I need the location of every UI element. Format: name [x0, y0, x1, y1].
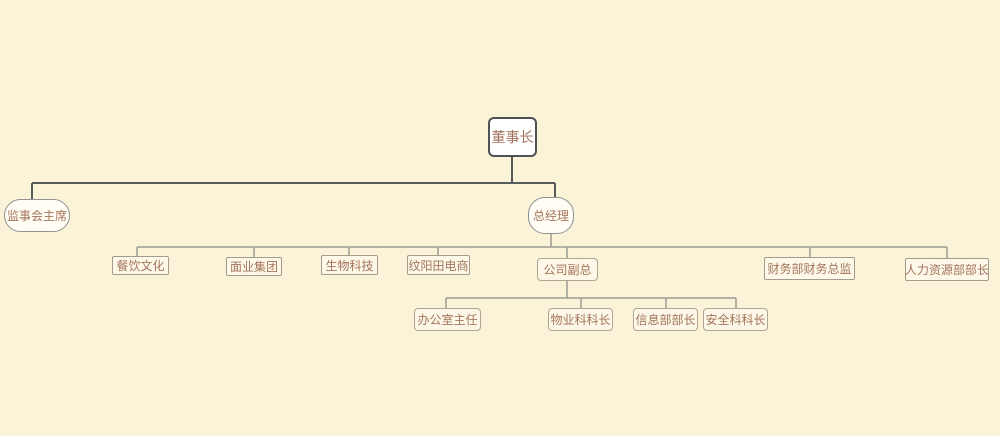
org-node-company-vp[interactable]: 公司副总	[537, 258, 598, 281]
connector-level3	[445, 281, 737, 309]
org-node-catering-culture[interactable]: 餐饮文化	[112, 256, 169, 275]
org-node-safety-section-chief[interactable]: 安全科科长	[703, 308, 768, 331]
connector-level2	[136, 234, 948, 259]
org-node-office-director[interactable]: 办公室主任	[414, 308, 481, 331]
org-node-wenyangtian-ecommerce[interactable]: 纹阳田电商	[407, 255, 470, 275]
org-node-property-section-chief[interactable]: 物业科科长	[548, 308, 613, 331]
connector-level1	[31, 157, 556, 200]
org-node-biotech[interactable]: 生物科技	[321, 255, 378, 275]
org-node-supervisory-chair[interactable]: 监事会主席	[4, 199, 70, 232]
org-node-general-manager[interactable]: 总经理	[528, 197, 574, 234]
org-node-chairman[interactable]: 董事长	[488, 117, 537, 157]
org-node-info-department-head[interactable]: 信息部部长	[633, 308, 698, 331]
org-node-finance-director[interactable]: 财务部财务总监	[764, 257, 855, 280]
org-node-hr-department-head[interactable]: 人力资源部部长	[905, 258, 989, 281]
org-node-flour-group[interactable]: 面业集团	[226, 257, 282, 276]
